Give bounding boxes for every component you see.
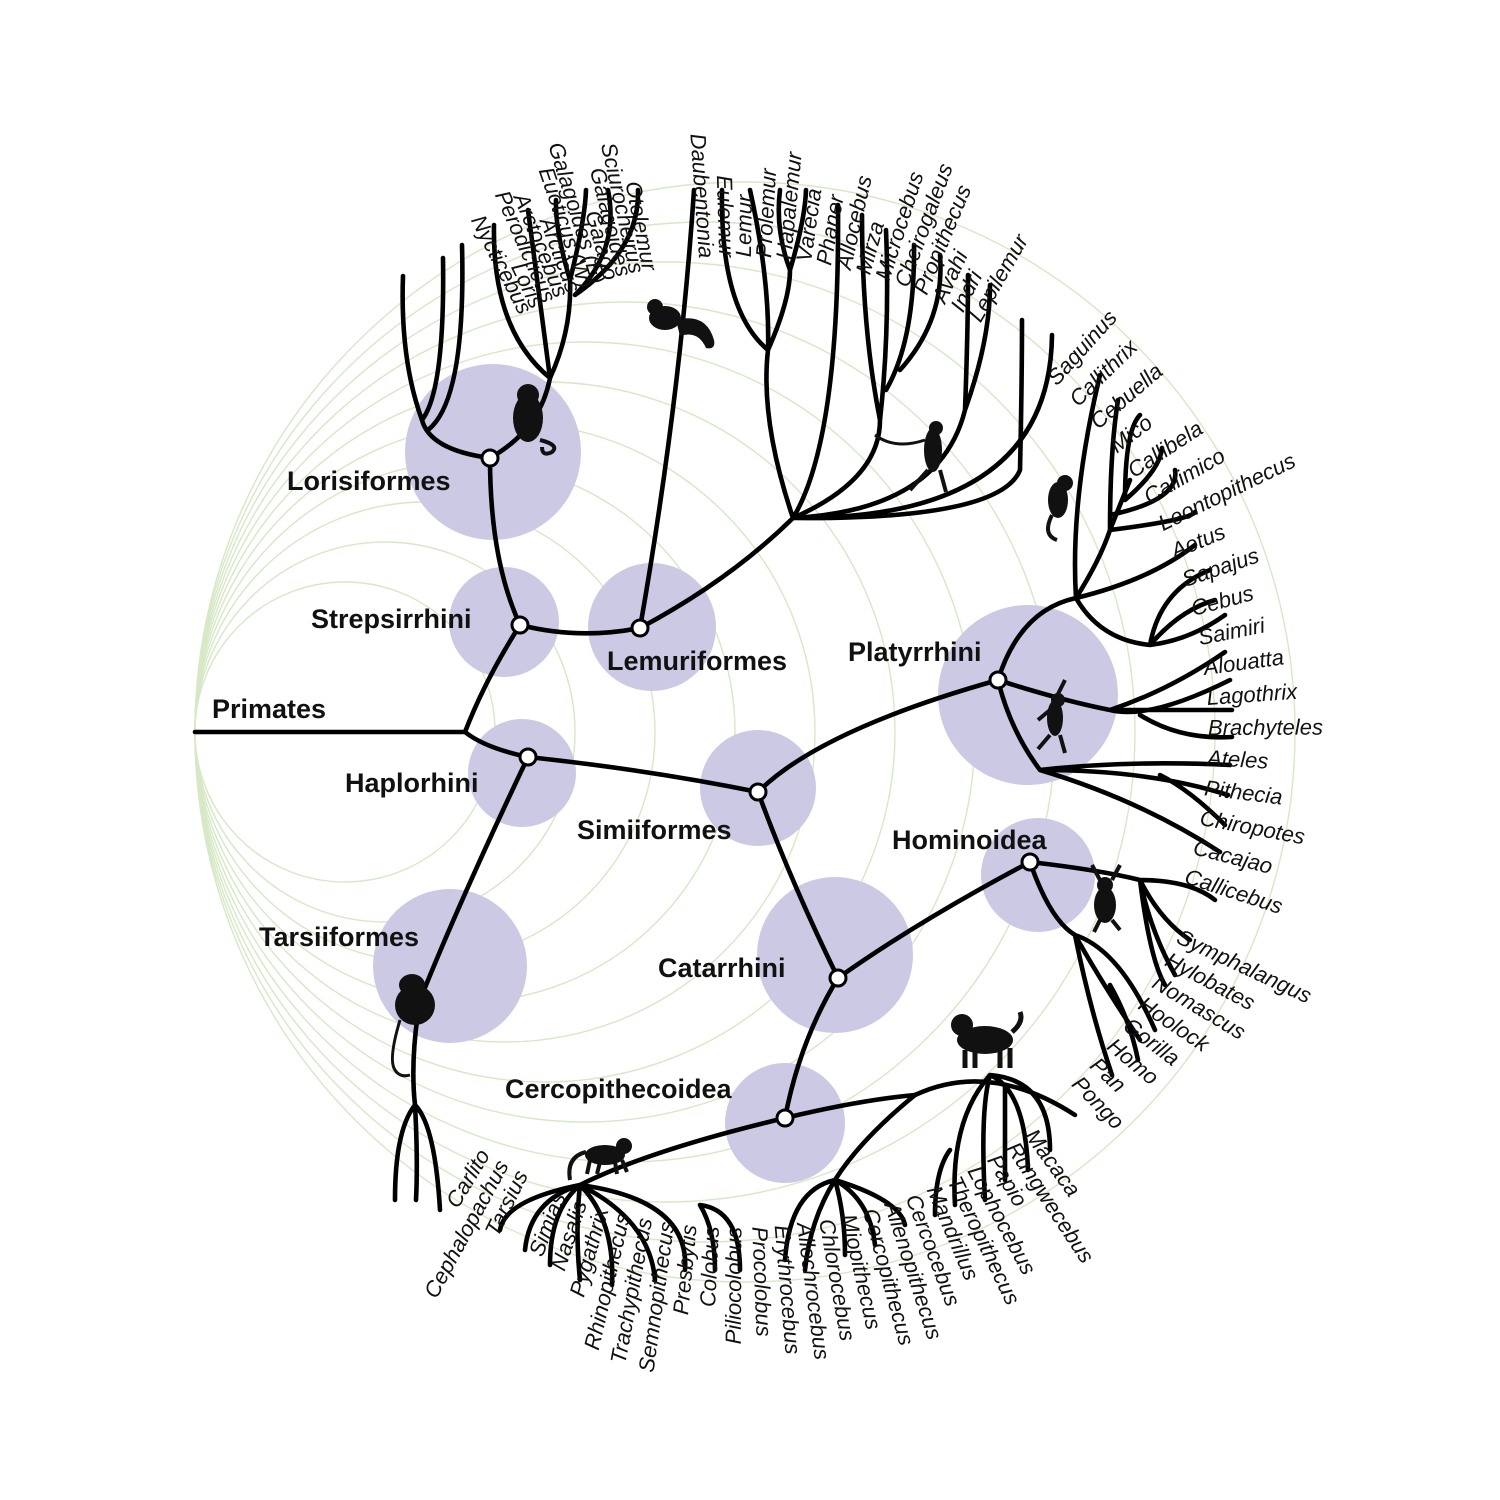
cheirogaleidae-tips [790, 212, 943, 521]
tarsiiformes-highlight [373, 889, 527, 1043]
hominoidea-highlight [981, 818, 1095, 932]
haplorhini-node [518, 747, 538, 767]
taxon-label: Piliocolobus [721, 1227, 747, 1345]
cercopithecoidea-stem [782, 975, 841, 1121]
colobinae-stem [577, 1115, 788, 1188]
platyrrhini-stem [755, 677, 1001, 795]
papionini-tips [912, 1072, 1078, 1218]
catarrhini-node [828, 968, 848, 988]
cebidae-tips [1073, 567, 1228, 648]
taxon-label: Brachyteles [1208, 715, 1323, 741]
daubentonia-branch [637, 187, 697, 631]
simiiformes-node [748, 782, 768, 802]
taxon-label: Pithecia [1203, 775, 1284, 809]
taxon-label: Procolobus [747, 1226, 776, 1337]
tarsiiformes-label: Tarsiiformes [259, 922, 419, 952]
catarrhini-stem [755, 789, 841, 981]
lemuridae-stem [637, 515, 796, 631]
lorisiformes-node [480, 448, 500, 468]
taxon-label: Lemur [731, 193, 757, 257]
callitrichidae-tips [1072, 372, 1198, 601]
tarsiiformes-tips [392, 1102, 443, 1213]
haplorhini-label: Haplorhini [345, 768, 479, 798]
animal-silhouettes [390, 299, 1122, 1181]
tarsiiformes-stem [411, 754, 531, 1108]
taxon-label: Alouatta [1200, 644, 1285, 680]
taxon-label: Colobus [695, 1226, 724, 1308]
simiiformes-stem [525, 754, 761, 795]
lorisiformes-tips-left [400, 242, 465, 433]
clade-highlights [373, 364, 1118, 1183]
platyrrhini-node [988, 670, 1008, 690]
callitrichidae-stem [995, 595, 1079, 683]
strepsirrhini-label: Strepsirrhini [311, 604, 472, 634]
taxon-label: Prolemur [751, 166, 781, 258]
spider-monkey-icon [1036, 679, 1067, 754]
strepsirrhini-branch [462, 622, 523, 735]
simiiformes-label: Simiiformes [577, 815, 732, 845]
strepsirrhini-highlight [449, 567, 559, 677]
lemuriformes-label: Lemuriformes [607, 646, 787, 676]
clade-labels: Primates Strepsirrhini Lorisiformes Lemu… [212, 466, 1047, 1104]
gibbon-icon [1090, 864, 1122, 933]
cercopithecoidea-label: Cercopithecoidea [505, 1074, 733, 1104]
hominoidea-node [1020, 852, 1040, 872]
colobinae-tips [497, 1182, 743, 1288]
strepsirrhini-node [510, 615, 530, 635]
cercopithecoidea-node [775, 1108, 795, 1128]
platyrrhini-highlight [938, 605, 1118, 785]
hylobatidae-tips [1027, 859, 1218, 988]
clade-nodes [480, 448, 1040, 1128]
indriidae-tips [790, 272, 1055, 521]
pitheciidae-tips [995, 677, 1233, 855]
taxon-label: Lagothrix [1206, 679, 1299, 710]
lemuriformes-stem [517, 622, 643, 636]
sifaka-icon [874, 421, 948, 493]
cercopithecinae-stem [782, 1092, 918, 1121]
hominoidea-stem [835, 859, 1033, 981]
lemuridae-tips [719, 187, 841, 521]
cercopithecini-tips [782, 1092, 918, 1273]
hominoidea-label: Hominoidea [892, 825, 1047, 855]
baboon-icon [951, 1011, 1024, 1068]
lorisiformes-label: Lorisiformes [287, 466, 451, 496]
marmoset-icon [1046, 475, 1073, 542]
loris-icon [513, 384, 557, 456]
catarrhini-label: Catarrhini [658, 953, 786, 983]
lorisiformes-tips-right [491, 187, 641, 381]
tarsier-icon [390, 974, 435, 1078]
hominidae-tips [1027, 859, 1158, 1078]
aye-aye-icon [647, 299, 715, 349]
lorisiformes-stem [487, 455, 523, 628]
taxon-label: Ateles [1205, 745, 1269, 774]
primates-label: Primates [212, 694, 326, 724]
catarrhini-highlight [757, 877, 913, 1033]
lemuriformes-highlight [588, 563, 716, 691]
taxon-label: Eulemur [712, 175, 739, 259]
taxon-label: Saimiri [1196, 612, 1268, 650]
platyrrhini-label: Platyrrhini [848, 637, 982, 667]
langur-icon [567, 1138, 632, 1181]
lemuriformes-node [630, 618, 650, 638]
loris-group-branch [419, 417, 493, 461]
